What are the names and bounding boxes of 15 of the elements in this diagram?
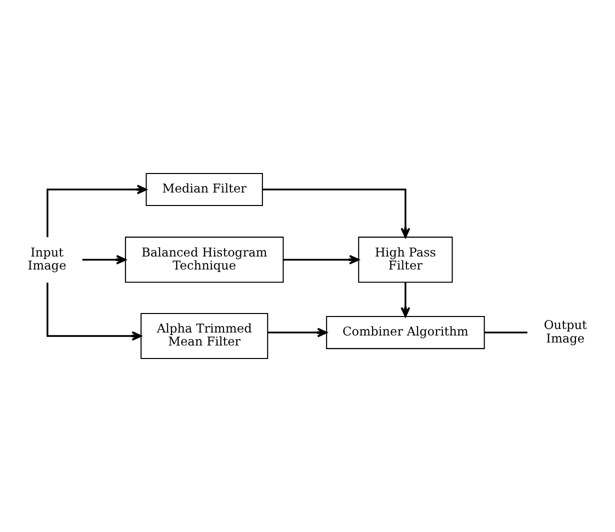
node-text: Input Image: [28, 245, 66, 272]
connector: [484, 332, 528, 334]
arrow: [46, 282, 142, 341]
node-box: Median Filter: [146, 172, 263, 206]
arrow: [268, 328, 328, 338]
arrow: [283, 254, 360, 264]
arrow: [46, 184, 148, 238]
node-box: Balanced Histogram Technique: [124, 236, 284, 283]
arrow: [82, 254, 126, 264]
node-box: Combiner Algorithm: [326, 316, 485, 350]
node-box: Alpha Trimmed Mean Filter: [140, 312, 268, 360]
node-text: Output Image: [544, 318, 587, 346]
arrow: [262, 188, 410, 238]
arrow: [400, 282, 410, 318]
node-box: High Pass Filter: [358, 236, 453, 283]
